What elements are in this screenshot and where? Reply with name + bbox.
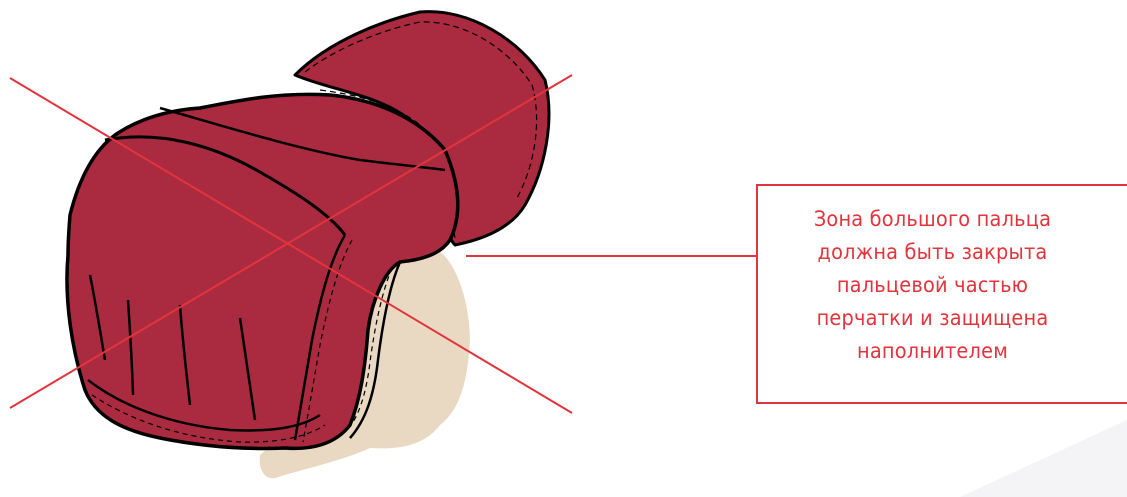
callout-line-3: пальцевой частью xyxy=(760,269,1105,302)
callout-line-5: наполнителем xyxy=(760,335,1105,368)
callout-line-4: перчатки и защищена xyxy=(760,302,1105,335)
callout-text: Зона большого пальца должна быть закрыта… xyxy=(760,203,1105,368)
background-corner-shape xyxy=(960,420,1127,497)
callout-line-1: Зона большого пальца xyxy=(760,203,1105,236)
callout-line-2: должна быть закрыта xyxy=(760,236,1105,269)
